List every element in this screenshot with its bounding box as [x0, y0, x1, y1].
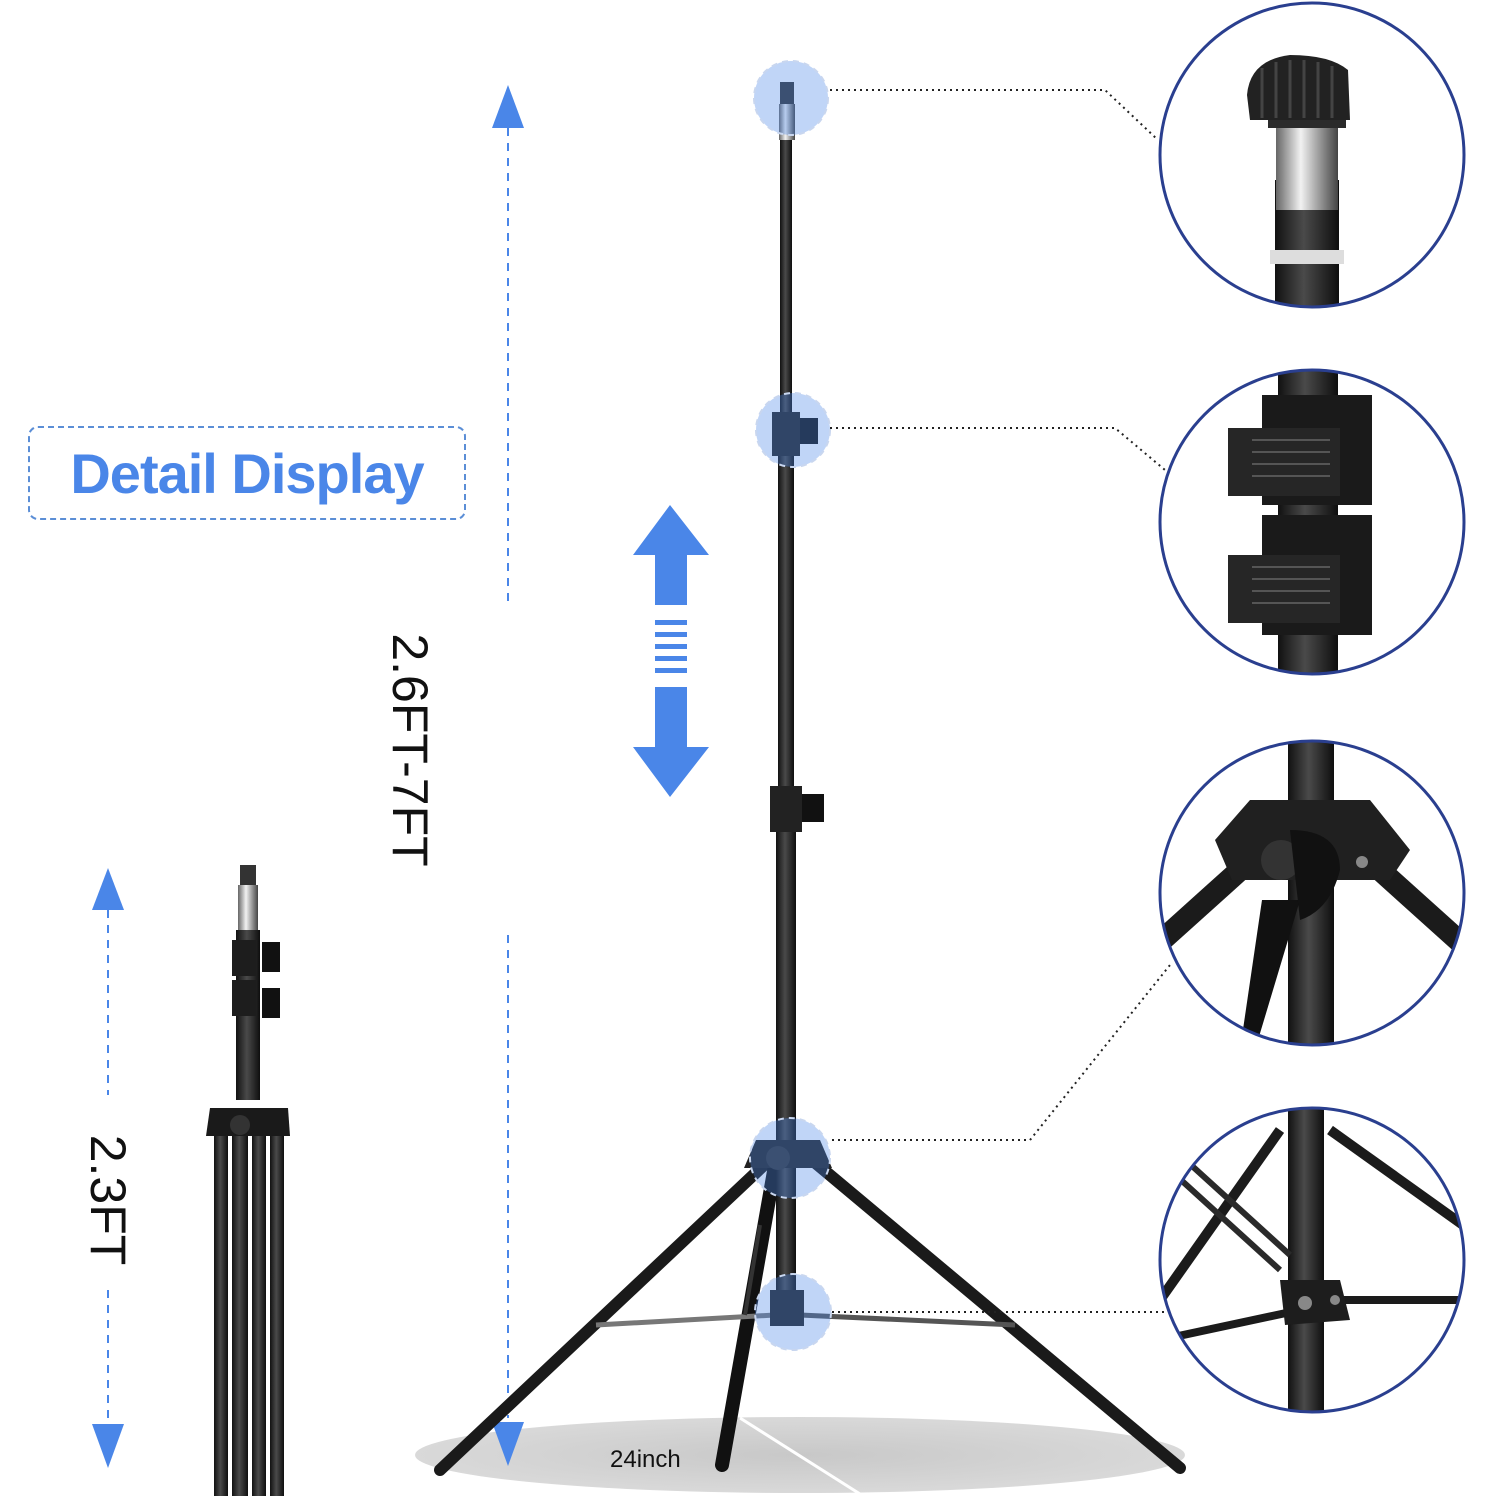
detail-circle-flip-locks — [1158, 368, 1466, 676]
detail-display-badge: Detail Display — [28, 426, 466, 520]
tall-light-stand — [434, 60, 1186, 1476]
folded-height-arrow — [92, 868, 124, 1468]
adjust-double-arrow — [633, 505, 709, 797]
folded-height-label: 2.3FT — [80, 1134, 136, 1266]
detail-display-title: Detail Display — [70, 441, 424, 505]
detail-circle-leg-hub — [1158, 739, 1466, 1047]
folded-light-stand — [206, 865, 290, 1496]
detail-circle-brace-joint — [1158, 1106, 1466, 1414]
extended-height-label: 2.6FT-7FT — [382, 633, 438, 867]
detail-circle-top-spigot — [1158, 1, 1466, 309]
base-span-label: 24inch — [610, 1446, 681, 1473]
extended-height-arrow — [492, 85, 524, 1466]
floor-shadow — [415, 1416, 1185, 1496]
callout-leaders — [830, 89, 1180, 1313]
